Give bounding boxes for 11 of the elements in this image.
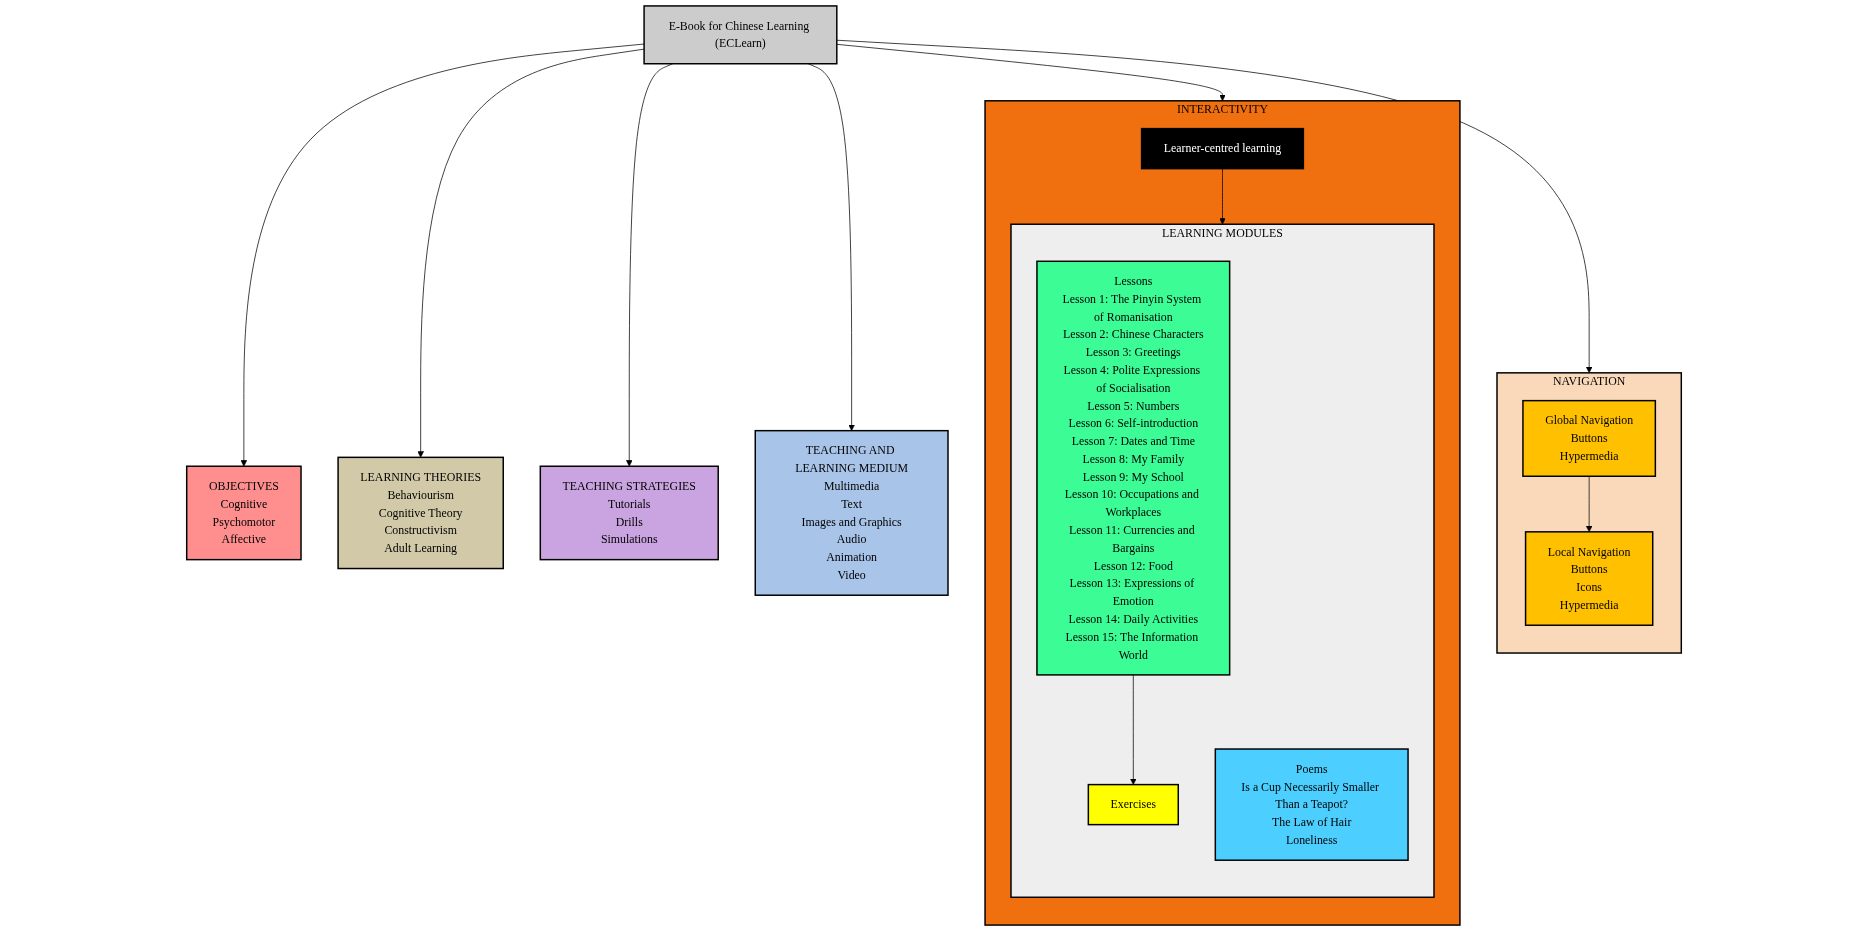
node-box: Exercises (1087, 783, 1179, 826)
node-box: LEARNING THEORIES Behaviourism Cognitive Theory Constructivism Adult Learning (337, 456, 504, 570)
node-box: Global Navigation Buttons Hypermedia (1522, 399, 1657, 477)
node-box: TEACHING AND LEARNING MEDIUM Multimedia Text Images and Graphics Audio Animation Video (754, 429, 949, 596)
node-box: E-Book for Chinese Learning (ECLearn) (643, 5, 838, 65)
node-box: Poems Is a Cup Necessarily Smaller Than a Teapot? The Law of Hair Loneliness (1214, 748, 1409, 861)
node-box: TEACHING STRATEGIES Tutorials Drills Simulations (539, 465, 719, 561)
node-box: Learner-centred learning (1140, 127, 1305, 170)
node-box: Lessons Lesson 1: The Pinyin System of Romanisation Lesson 2: Chinese Characters Lesson 3: Greetings Lesson 4: Polite Expressions of Socialisation Lesson 5: Numbers Lesson 6: Self-introduction Lesson 7: Dates and Time Lesson 8: My Family Lesson 9: My School Lesson 10: Occupations and Workplaces Lesson 11: Currencies and Bargains Lesson 12: Food Lesson 13: Expressions of Emotion Lesson 14: Daily Activities Lesson 15: The Information World (1036, 260, 1231, 676)
node-box: Local Navigation Buttons Icons Hypermedia (1524, 531, 1654, 626)
node-box: OBJECTIVES Cognitive Psychomotor Affective (185, 465, 302, 561)
